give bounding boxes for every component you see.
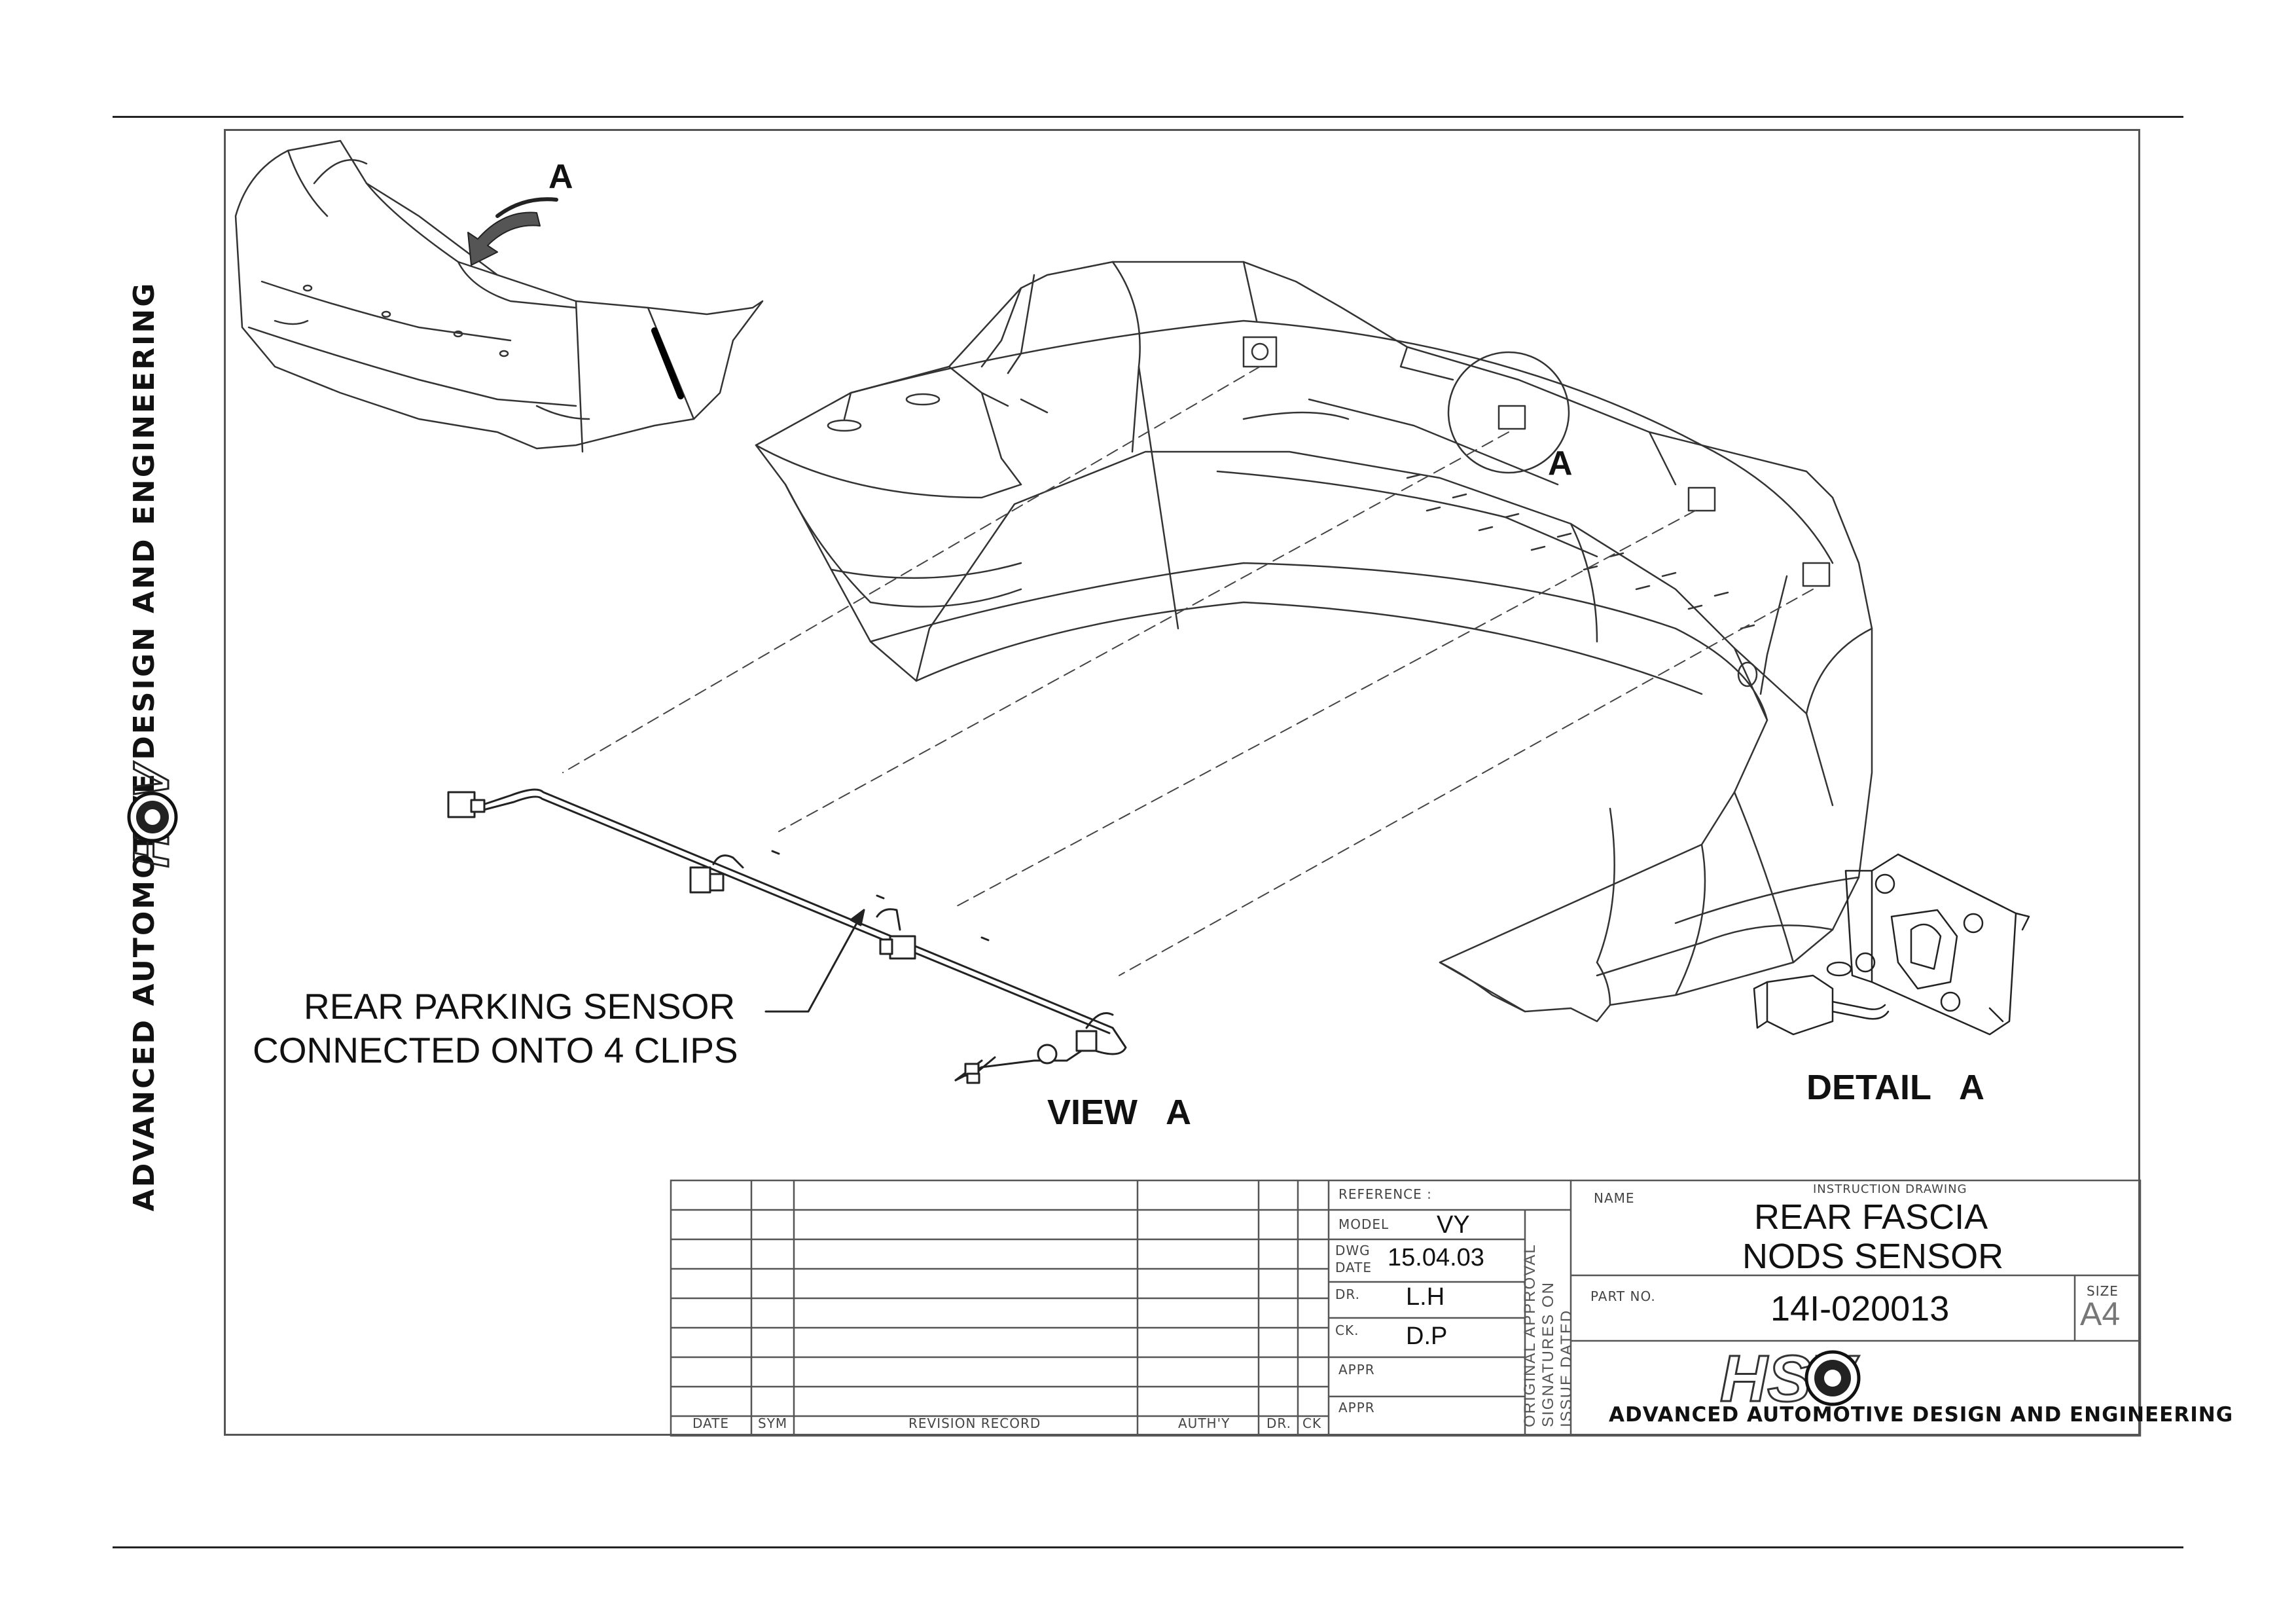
appr-label-2: APPR bbox=[1338, 1400, 1375, 1415]
top-rule bbox=[113, 116, 2183, 118]
part-no-label: PART NO. bbox=[1590, 1288, 1656, 1304]
title-line1: REAR FASCIA bbox=[1754, 1197, 1988, 1237]
ck-value: D.P bbox=[1406, 1322, 1448, 1350]
sensor-note-line2: CONNECTED ONTO 4 CLIPS bbox=[253, 1030, 738, 1070]
approval-note-3: ISSUE DATED bbox=[1558, 1309, 1575, 1427]
rev-header-auth: AUTH'Y bbox=[1178, 1415, 1230, 1431]
model-label: MODEL bbox=[1338, 1216, 1390, 1232]
model-value: VY bbox=[1437, 1211, 1470, 1239]
appr-label-1: APPR bbox=[1338, 1362, 1375, 1377]
titleblock-hsv-logo: HSV bbox=[1719, 1341, 1861, 1417]
rev-header-dr: DR. bbox=[1266, 1415, 1291, 1431]
dr-label: DR. bbox=[1335, 1286, 1360, 1302]
drawing-type: INSTRUCTION DRAWING bbox=[1813, 1182, 1967, 1196]
name-label: NAME bbox=[1594, 1190, 1635, 1206]
sensor-note-line1: REAR PARKING SENSOR bbox=[304, 986, 736, 1027]
arrow-label-a: A bbox=[548, 158, 573, 196]
drawing-frame bbox=[224, 129, 2140, 1436]
size-label: SIZE bbox=[2087, 1283, 2119, 1299]
titleblock-company: ADVANCED AUTOMOTIVE DESIGN AND ENGINEERI… bbox=[1609, 1403, 2234, 1427]
rotation-arrow-icon bbox=[467, 197, 558, 266]
date-label: DATE bbox=[1335, 1260, 1372, 1275]
part-no-value: 14I-020013 bbox=[1770, 1289, 1950, 1328]
detail-callout-circle bbox=[1447, 351, 1570, 474]
detail-a-label: DETAIL A bbox=[1806, 1068, 1985, 1107]
rev-header-sym: SYM bbox=[758, 1415, 788, 1431]
leader-arrow-icon bbox=[850, 909, 865, 926]
circle-label-a: A bbox=[1548, 445, 1573, 483]
reference-label: REFERENCE : bbox=[1338, 1186, 1432, 1202]
side-hsv-logo: HSV bbox=[123, 761, 181, 869]
size-value: A4 bbox=[2080, 1296, 2121, 1332]
dwg-label: DWG bbox=[1335, 1243, 1371, 1258]
rev-header-ck: CK bbox=[1302, 1415, 1322, 1431]
approval-note-1: ORIGINAL APPROVAL bbox=[1521, 1243, 1539, 1427]
detail-a-clip bbox=[1753, 853, 2030, 1036]
sensor-harness bbox=[447, 788, 1127, 1084]
view-a-label: VIEW A bbox=[1047, 1093, 1192, 1132]
dr-value: L.H bbox=[1406, 1283, 1445, 1311]
car-rear-inset bbox=[234, 139, 764, 453]
ck-label: CK. bbox=[1335, 1322, 1359, 1338]
rear-bumper-large bbox=[755, 261, 1873, 1023]
approval-note-2: SIGNATURES ON bbox=[1539, 1281, 1557, 1427]
rev-header-record: REVISION RECORD bbox=[908, 1415, 1041, 1431]
dwg-date-value: 15.04.03 bbox=[1388, 1244, 1484, 1271]
title-line2: NODS SENSOR bbox=[1742, 1237, 2004, 1276]
rev-header-date: DATE bbox=[692, 1415, 730, 1431]
bottom-rule bbox=[113, 1546, 2183, 1548]
